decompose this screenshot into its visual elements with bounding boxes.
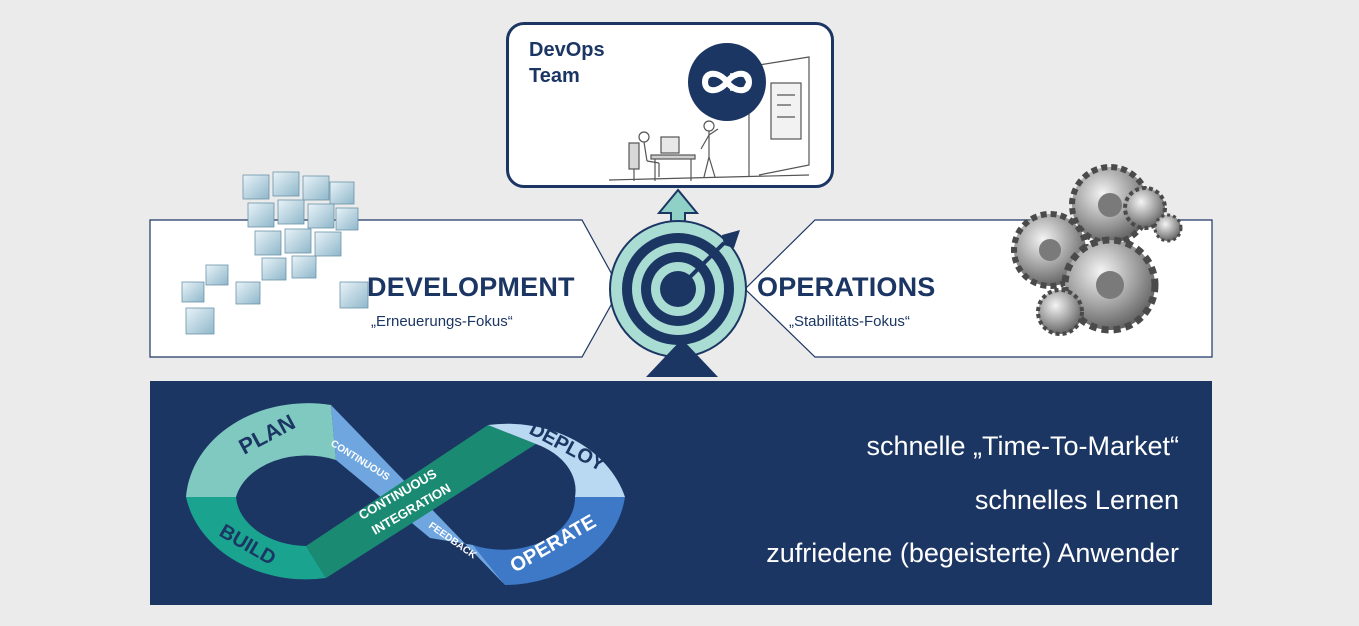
cubes-icon [181, 171, 369, 335]
development-title: DEVELOPMENT [367, 272, 575, 302]
operations-subtitle: „Stabilitäts-Fokus“ [789, 313, 910, 330]
development-subtitle: „Erneuerungs-Fokus“ [371, 313, 513, 330]
operate-segment [473, 497, 625, 585]
gears-icon [1011, 164, 1183, 336]
deploy-segment [488, 423, 625, 497]
feedback-label: FEEDBACK [426, 520, 478, 561]
build-segment [186, 497, 326, 580]
benefit-happy-users: zufriedene (begeisterte) Anwender [766, 538, 1179, 568]
operations-title: OPERATIONS [757, 272, 936, 302]
target-arrow-icon [609, 220, 747, 358]
team-title: DevOps Team [529, 37, 659, 89]
team-title-line1: DevOps [529, 39, 605, 61]
continuous-integration-segment [306, 425, 536, 578]
team-title-line2: Team [529, 65, 580, 87]
benefit-time-to-market: schnelle „Time-To-Market“ [866, 431, 1179, 461]
benefit-fast-learning: schnelles Lernen [974, 485, 1179, 515]
arrow-up-from-benefits-icon [646, 339, 718, 377]
devops-infinity-icon [688, 43, 766, 121]
plan-segment [186, 403, 336, 497]
devops-team-card: DevOps Team [506, 22, 834, 188]
office-sketch-illustration [608, 43, 810, 181]
deploy-label: DEPLOY [526, 418, 610, 476]
